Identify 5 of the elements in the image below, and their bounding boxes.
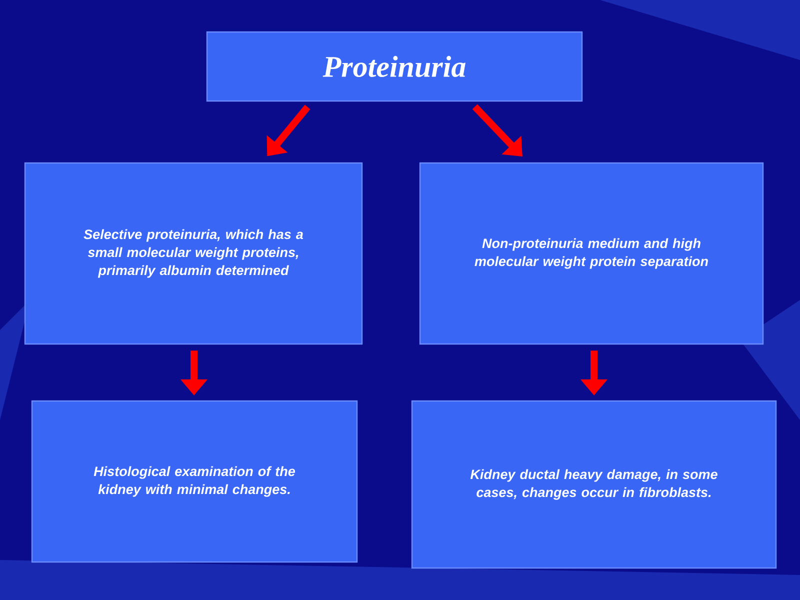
- process-box: Selective proteinuria, which has a small molecular weight proteins, primarily albumin determined: [24, 162, 363, 345]
- process-box: Non-proteinuria medium and high molecular weight protein separation: [419, 162, 764, 345]
- title-box: Proteinuria: [206, 31, 583, 102]
- process-box: Kidney ductal heavy damage, in some cases, changes occur in fibroblasts.: [411, 400, 777, 569]
- process-box: Histological examination of the kidney with minimal changes.: [31, 400, 358, 563]
